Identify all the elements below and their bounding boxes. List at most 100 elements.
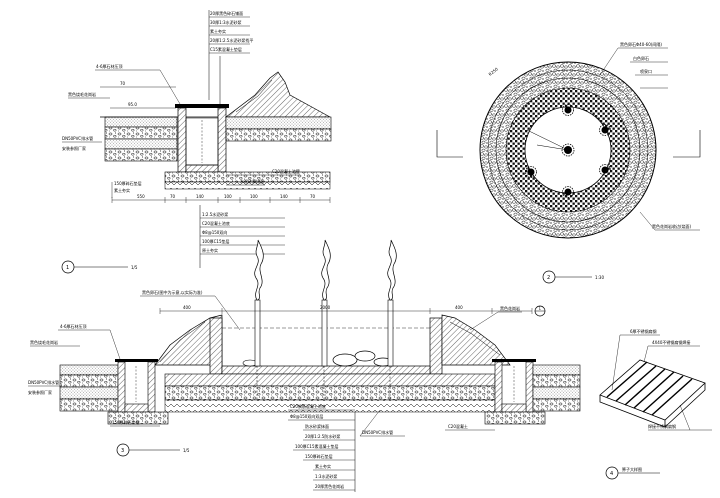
detail-4-labels: 6厚不锈钢扁钢 4X40不锈钢扁钢焊接 焊接不锈钢扁钢 xyxy=(611,328,712,431)
detail-3-top-labels: 黑色卵石(图中为示意,以实际为准) 4-6厚石材压顶 黑色烧毛花岗岩 DN50P… xyxy=(28,289,241,395)
detail-1-compacted-soil xyxy=(164,181,331,190)
d3-top-label-3: DN50PVC排水管 xyxy=(28,379,59,385)
detail-3-dimension-line-top: 2000 400 400 xyxy=(159,305,533,314)
detail-2-title-mark: 2 1:30 xyxy=(542,270,604,284)
detail-3-title-mark: 3 1/5 xyxy=(116,443,190,457)
d3-bottom-label-5: 20厚1:2.5防水砂浆 xyxy=(305,433,340,439)
d3-bottom-label-2: C20钢筋混凝土池底 xyxy=(290,403,326,409)
d1-top-label-0: 20厚黑色碎石铺面 xyxy=(210,10,243,16)
detail-2-radius-label: R250 xyxy=(488,66,500,77)
detail-1-scale: 1/5 xyxy=(131,265,138,270)
detail-1-paving-layer xyxy=(104,116,178,128)
detail-3-number: 3 xyxy=(121,448,124,454)
d3-top-label-1: 4-6厚石材压顶 xyxy=(60,323,87,329)
d1-top-label-2: 素土夯实 xyxy=(210,28,226,34)
d1-bottom-label-1: 素土夯实 xyxy=(114,187,130,193)
fountain-nozzle-icon xyxy=(599,124,611,136)
d3-bottom-label-7: 150厚碎石垫层 xyxy=(305,453,333,459)
d3-top-label-0: 黑色卵石(图中为示意,以实际为准) xyxy=(142,289,203,295)
detail-1-mound xyxy=(224,71,331,118)
d1-dim-4: 140 xyxy=(196,194,204,199)
detail-2-scale: 1:30 xyxy=(595,275,604,280)
d3-dim-1: 400 xyxy=(183,305,191,310)
detail-1-top-labels: 20厚黑色碎石铺面 30厚1:3水泥砂浆 素土夯实 20厚1:2.5水泥砂浆找平… xyxy=(209,10,253,54)
water-jet-icon xyxy=(321,239,331,301)
water-jet-icon xyxy=(387,239,397,301)
d2-label-3: 黑色花岗岩收边(烧面) xyxy=(652,223,692,229)
detail-3-scale: 1/5 xyxy=(183,448,190,453)
d1-dim-3: 70 xyxy=(170,194,176,199)
detail-3-concrete-slab xyxy=(164,373,496,387)
detail-3-right-mound xyxy=(441,314,511,366)
detail-4-grate-bars xyxy=(606,361,693,416)
fountain-nozzle-icon xyxy=(525,166,537,178)
detail-2-leaders: 黑色卵石Φ40-60(间隔) 白色卵石 喷泉口 黑色花岗岩收边(烧面) xyxy=(599,41,700,231)
fountain-nozzle-icon xyxy=(599,164,611,176)
d2-label-2: 喷泉口 xyxy=(640,68,652,74)
detail-1-right-labels: C20混凝土池壁 水泥砂浆抹面 xyxy=(226,168,300,186)
d3-top-label-4: 安装参照厂家 xyxy=(28,389,52,395)
d1-dim-0: 95.0 xyxy=(128,102,137,107)
detail-2-number: 2 xyxy=(547,275,550,281)
d1-bottom-label-5: 100厚C15垫层 xyxy=(202,238,230,244)
detail-3-water-jets xyxy=(254,239,397,301)
d4-label-0: 6厚不锈钢扁钢 xyxy=(630,328,657,334)
d3-bottom-label-6: 100厚C15素混凝土垫层 xyxy=(295,443,339,449)
detail-3-pool-wall-left xyxy=(209,317,223,375)
d1-top-label-3: 20厚1:2.5水泥砂浆找平 xyxy=(210,37,253,43)
detail-1-bottom-labels: 150厚碎石垫层 素土夯实 1:2.5水泥砂浆 C20混凝土池底 Φ8@150双… xyxy=(114,180,285,255)
fountain-nozzle-icon xyxy=(561,143,575,157)
detail-1-dimension-line-bottom: 550 70 140 100 100 140 70 xyxy=(111,194,331,203)
detail-1-section: 20厚黑色碎石铺面 30厚1:3水泥砂浆 素土夯实 20厚1:2.5水泥砂浆找平… xyxy=(61,10,332,274)
d3-bottom-label-10: 20厚黑色花岗岩 xyxy=(315,483,344,489)
detail-3-bottom-labels: 150厚碎石垫层 DN50PVC排水管 C20钢筋混凝土池底 Φ8@150双向双… xyxy=(110,403,405,491)
d3-bottom-label-3: Φ8@150双向双层 xyxy=(290,413,323,419)
detail-3-pool-floor xyxy=(221,365,431,375)
d3-dim-0: 2000 xyxy=(320,305,331,310)
detail-3-left-grate xyxy=(115,359,158,362)
d1-dim-5: 100 xyxy=(224,194,232,199)
d1-dim-1: 70 xyxy=(120,81,126,86)
d1-right-label-1: 水泥砂浆抹面 xyxy=(240,178,264,184)
detail-1-dimension-line-top: 95.0 70 xyxy=(100,81,176,109)
detail-4-title-mark: 4 箅子大样图 xyxy=(605,466,660,480)
d1-bottom-label-0: 150厚碎石垫层 xyxy=(114,180,142,186)
fountain-nozzle-icon xyxy=(562,104,574,116)
d1-dim-2: 550 xyxy=(137,194,145,199)
detail-1-drain-channel xyxy=(185,117,219,166)
d1-left-label-2: DN50PVC排水管 xyxy=(62,135,93,141)
detail-3-pebbles xyxy=(242,350,393,367)
d3-dim-2: 400 xyxy=(455,305,463,310)
d1-bottom-label-2: 1:2.5水泥砂浆 xyxy=(202,211,228,217)
detail-2-plan: R250 黑色卵石Φ40-60(间隔) 白色卵石 喷泉口 黑色花岗岩收边(烧面)… xyxy=(436,41,701,284)
detail-1-title-mark: 1 1/5 xyxy=(61,260,138,274)
detail-4-grate: 6厚不锈钢扁钢 4X40不锈钢扁钢焊接 焊接不锈钢扁钢 4 箅子大样图 xyxy=(599,328,712,480)
water-jet-icon xyxy=(254,239,264,301)
d3-bottom-label-9: 1:3水泥砂浆 xyxy=(315,473,337,479)
d1-bottom-label-4: Φ8@150双向 xyxy=(202,229,227,235)
d3-right-label-0: 黑色花岗岩 xyxy=(500,305,520,311)
detail-3-section: 2000 400 400 1 黑色卵石(图中为示意,以实际为准) 4-6厚石材压… xyxy=(28,239,581,492)
d1-bottom-label-6: 原土夯实 xyxy=(202,247,218,253)
d3-section-mark-number: 1 xyxy=(539,306,542,311)
d2-label-0: 黑色卵石Φ40-60(间隔) xyxy=(620,41,662,47)
detail-3-section-mark: 1 xyxy=(534,306,546,317)
d1-top-label-1: 30厚1:3水泥砂浆 xyxy=(210,19,242,25)
detail-2-fountain-nozzles xyxy=(525,104,611,198)
detail-1-number: 1 xyxy=(66,265,69,271)
detail-1-base-layer xyxy=(104,148,178,162)
d1-left-label-3: 安装参照厂家 xyxy=(62,145,86,151)
detail-3-right-grate xyxy=(492,359,536,362)
detail-3-soil xyxy=(164,399,496,413)
detail-1-grate xyxy=(175,104,229,108)
detail-4-title: 箅子大样图 xyxy=(622,466,642,472)
d2-label-1: 白色卵石 xyxy=(633,55,649,61)
d3-bottom-label-4: 防水砂浆抹面 xyxy=(305,423,329,429)
d3-bottom-label-8: 素土夯实 xyxy=(315,463,331,469)
detail-1-channel-wall-right xyxy=(217,107,227,173)
d1-left-label-0: 4-6厚石材压顶 xyxy=(96,63,123,69)
d3-bottom-label-0: 150厚碎石垫层 xyxy=(112,419,140,425)
detail-1-concrete-layer xyxy=(104,138,178,150)
fountain-nozzle-icon xyxy=(562,186,574,198)
